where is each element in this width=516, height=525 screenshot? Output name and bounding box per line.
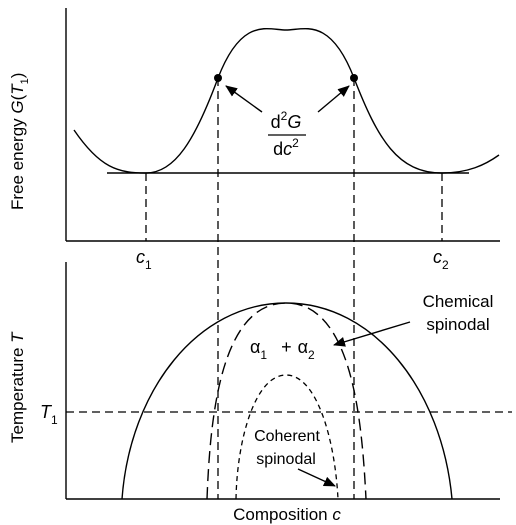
chemical-spinodal-label-line2: spinodal <box>426 315 489 334</box>
second-derivative-label: d2G dc2 <box>268 109 306 159</box>
chemical-spinodal-arrow <box>333 321 411 347</box>
t1-label: T1 <box>40 402 58 427</box>
solvus-curve <box>121 302 453 500</box>
coherent-spinodal-curve <box>235 374 339 500</box>
chemical-spinodal-label-line1: Chemical <box>423 292 494 311</box>
deriv-d-denominator: d <box>273 139 283 159</box>
svg-text:d2G: d2G <box>271 109 302 132</box>
composition-axis-label: Composition c <box>233 505 341 524</box>
c1-label: c1 <box>136 247 152 272</box>
free-energy-axis-label: Free energy G(T1) <box>8 73 31 210</box>
chemical-spinodal-curve <box>206 302 367 500</box>
c2-label: c2 <box>433 247 449 272</box>
deriv-sup-denominator: 2 <box>292 136 299 150</box>
temperature-axis-label: Temperature T <box>8 331 27 443</box>
svg-text:dc2: dc2 <box>273 136 299 159</box>
deriv-sup-numerator: 2 <box>281 109 288 123</box>
coherent-spinodal-label-line2: spinodal <box>256 451 316 468</box>
arrow-to-left-inflection <box>225 85 263 113</box>
coherent-spinodal-arrow <box>297 468 336 487</box>
deriv-d-numerator: d <box>271 112 281 132</box>
free-energy-panel: d2G dc2 c1 c2 Free energy G(T1) <box>8 8 500 272</box>
two-phase-label: α1+α2 <box>250 337 315 362</box>
temperature-panel: T1 α1+α2 Chemical spinodal Coherent spin… <box>8 78 512 524</box>
coherent-spinodal-label-line1: Coherent <box>254 428 320 445</box>
deriv-c: c <box>283 139 292 159</box>
arrow-to-right-inflection <box>317 85 350 113</box>
deriv-g: G <box>287 112 301 132</box>
